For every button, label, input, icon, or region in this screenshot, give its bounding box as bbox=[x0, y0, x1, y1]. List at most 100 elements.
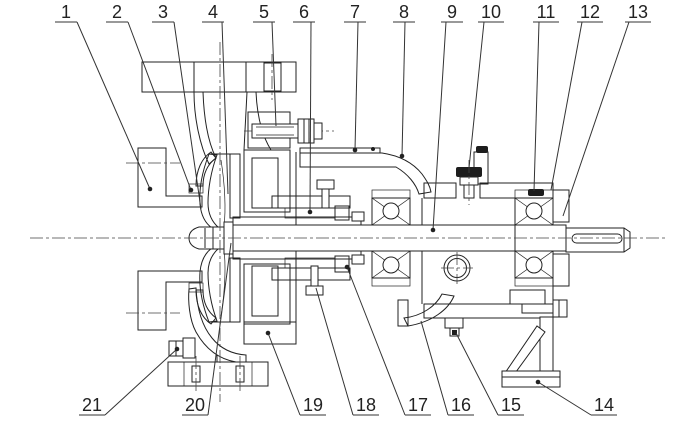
callout-15: 15 bbox=[455, 332, 524, 416]
callout-number: 10 bbox=[481, 2, 501, 22]
callout-number: 1 bbox=[61, 2, 71, 22]
callout-14: 14 bbox=[535, 379, 617, 416]
callout-3: 3 bbox=[152, 2, 202, 210]
callout-endpoint-dot bbox=[265, 330, 271, 336]
callout-number: 11 bbox=[537, 2, 556, 22]
foot-bolt-shank bbox=[521, 303, 555, 314]
callout-number: 8 bbox=[399, 2, 409, 22]
callout-leader-line bbox=[420, 320, 449, 416]
callout-number: 16 bbox=[451, 395, 471, 415]
bearing-end-cover bbox=[552, 189, 570, 287]
callout-16: 16 bbox=[420, 320, 474, 416]
callout-leader-line bbox=[173, 21, 202, 210]
support-foot bbox=[501, 299, 568, 388]
gland-follower bbox=[334, 205, 350, 221]
callout-leader-line bbox=[221, 21, 229, 195]
callout-endpoint-dot bbox=[147, 186, 153, 192]
callout-leader-line bbox=[533, 21, 540, 192]
callout-leader-line bbox=[562, 21, 630, 217]
gland-bolt-top bbox=[316, 179, 335, 209]
cover-foot bbox=[243, 321, 297, 345]
callout-18: 18 bbox=[315, 287, 379, 416]
oil-sight-glass bbox=[441, 252, 473, 284]
callout-leader-line bbox=[550, 21, 583, 191]
callout-number: 6 bbox=[299, 2, 309, 22]
callout-leader-line bbox=[354, 21, 359, 151]
callout-number: 5 bbox=[259, 2, 269, 22]
callout-number: 2 bbox=[112, 2, 122, 22]
callout-number: 7 bbox=[350, 2, 360, 22]
ball-bearing-left bbox=[371, 189, 411, 287]
callout-10: 10 bbox=[468, 2, 504, 169]
callout-number: 9 bbox=[447, 2, 457, 22]
bearing-seal bbox=[528, 189, 544, 196]
callout-leader-line bbox=[401, 21, 406, 157]
callout-number: 20 bbox=[185, 395, 205, 415]
callout-leader-line bbox=[432, 21, 447, 231]
ball-bearing-right bbox=[514, 189, 554, 287]
discharge-flange bbox=[141, 54, 297, 100]
oil-filler-plug bbox=[456, 160, 482, 205]
callout-endpoint-dot bbox=[352, 147, 358, 153]
callout-number: 18 bbox=[356, 395, 376, 415]
callout-endpoint-dot bbox=[430, 227, 436, 233]
gland-bolt-bottom bbox=[305, 265, 324, 296]
callout-5: 5 bbox=[253, 2, 277, 127]
callout-leader-line bbox=[207, 242, 232, 416]
callout-19: 19 bbox=[265, 330, 326, 416]
callout-leader-line bbox=[267, 332, 301, 416]
casing-drain-plug bbox=[168, 337, 196, 359]
callout-number: 15 bbox=[501, 395, 521, 415]
callout-number: 4 bbox=[208, 2, 218, 22]
callout-2: 2 bbox=[106, 2, 194, 193]
stuffing-box bbox=[271, 179, 351, 296]
callout-number: 13 bbox=[628, 2, 648, 22]
callout-1: 1 bbox=[55, 2, 153, 192]
callout-8: 8 bbox=[393, 2, 415, 159]
callout-leader-line bbox=[346, 266, 406, 416]
callout-leader-line bbox=[455, 332, 499, 416]
callout-leader-line bbox=[537, 381, 592, 416]
callout-leader-line bbox=[468, 21, 485, 169]
callout-endpoint-dot bbox=[344, 264, 350, 270]
callout-endpoint-dot bbox=[535, 379, 541, 385]
joint-bolt bbox=[476, 146, 488, 153]
impeller-rear-shroud bbox=[229, 153, 241, 219]
callout-leader-line bbox=[127, 21, 192, 191]
casing-stud-bolt bbox=[244, 118, 334, 144]
callout-13: 13 bbox=[562, 2, 651, 217]
stud-nut bbox=[297, 118, 315, 144]
callout-leader-line bbox=[76, 21, 151, 190]
callout-endpoint-dot bbox=[188, 187, 194, 193]
callout-number: 3 bbox=[158, 2, 168, 22]
callout-number: 14 bbox=[594, 395, 614, 415]
centerlines bbox=[30, 42, 668, 402]
wear-ring-top bbox=[188, 183, 204, 194]
callout-endpoint-dot bbox=[307, 209, 313, 215]
callout-7: 7 bbox=[344, 2, 366, 153]
callout-6: 6 bbox=[293, 2, 315, 215]
callout-12: 12 bbox=[550, 2, 603, 191]
bracket-screw bbox=[371, 147, 375, 151]
callout-leader-line bbox=[104, 348, 178, 416]
callout-17: 17 bbox=[344, 264, 431, 416]
callout-4: 4 bbox=[202, 2, 229, 195]
callout-20: 20 bbox=[182, 242, 232, 416]
slinger-ring bbox=[351, 211, 365, 265]
callout-leader-line bbox=[271, 21, 277, 127]
callout-endpoint-dot bbox=[399, 153, 405, 159]
foot-bolt-nut bbox=[552, 299, 568, 318]
callout-number: 21 bbox=[82, 395, 102, 415]
callout-number: 19 bbox=[303, 395, 323, 415]
callout-11: 11 bbox=[533, 2, 559, 192]
callout-leader-line bbox=[309, 21, 312, 213]
callout-9: 9 bbox=[430, 2, 463, 233]
shaft-keyway bbox=[571, 233, 623, 244]
callout-endpoint-dot bbox=[174, 346, 180, 352]
callout-number: 12 bbox=[580, 2, 600, 22]
callout-leader-line bbox=[315, 287, 354, 416]
suction-flange bbox=[126, 147, 203, 331]
